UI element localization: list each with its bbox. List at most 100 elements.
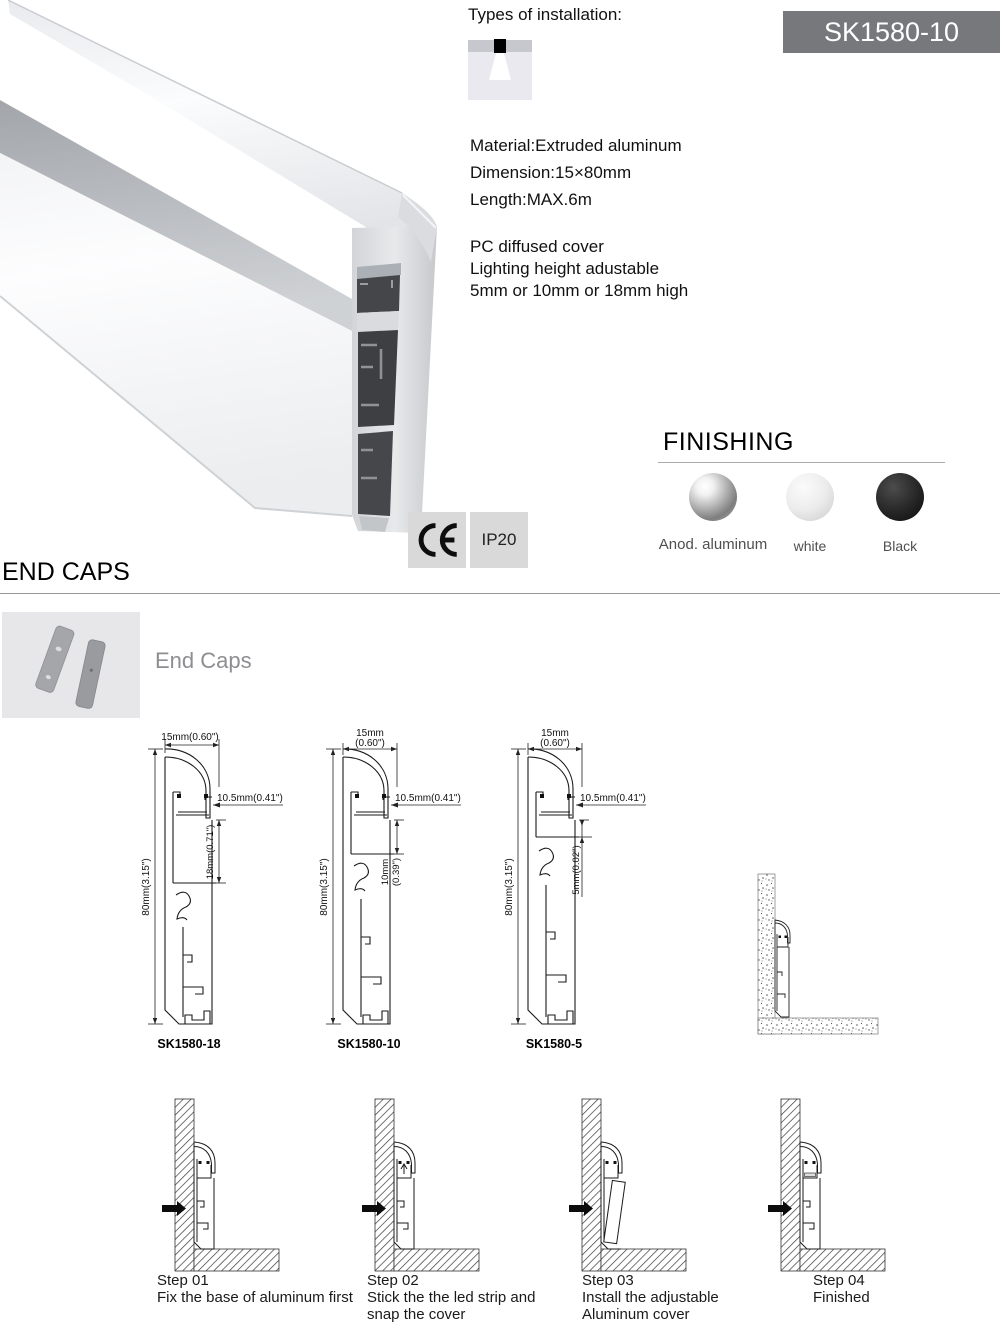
dim-side-label: 10.5mm(0.41")	[395, 793, 461, 804]
profile-with-strip	[393, 1141, 416, 1250]
finishing-divider	[658, 462, 945, 463]
finishing-title: FINISHING	[663, 428, 794, 456]
profile-drawing-sk1580-5: 80mm(3.15") 15mm (0.60") 10.5mm(0.41") 5…	[504, 728, 646, 1051]
step-desc: Stick the the led strip and	[367, 1289, 536, 1306]
step-03-diagram	[569, 1098, 687, 1272]
wall	[174, 1098, 195, 1272]
step-title: Step 04	[813, 1272, 865, 1289]
end-caps-divider	[0, 593, 1000, 594]
step-01-diagram	[162, 1098, 280, 1272]
end-caps-item-label: End Caps	[155, 648, 252, 673]
dimension-lines	[148, 739, 283, 1025]
profile-model-label: SK1580-18	[157, 1037, 220, 1051]
step-desc: Install the adjustable	[582, 1289, 719, 1306]
dimension-arrows	[515, 746, 585, 1024]
dim-top-label-1: 15mm	[356, 728, 384, 739]
profile-outline	[342, 748, 394, 1025]
step-desc: Finished	[813, 1289, 870, 1306]
corner-install-diagram	[757, 873, 879, 1035]
product-photo	[0, 0, 437, 533]
dim-top-label-2: (0.60")	[355, 738, 385, 749]
dim-mid-label: 5mm(0.02")	[571, 845, 582, 894]
step-desc: snap the cover	[367, 1306, 466, 1323]
screw-icon	[569, 1201, 593, 1216]
feature-options: 5mm or 10mm or 18mm high	[470, 281, 689, 300]
ce-icon	[418, 523, 457, 557]
dim-top-label-1: 15mm	[541, 728, 569, 739]
dim-height-label: 80mm(3.15")	[319, 858, 330, 915]
end-cap-right	[75, 639, 106, 709]
screw-icon	[162, 1201, 186, 1216]
dimension-lines	[326, 743, 461, 1025]
screw-icon	[768, 1201, 792, 1216]
dim-side-label: 10.5mm(0.41")	[580, 793, 646, 804]
light-source-icon	[494, 39, 506, 53]
dimension-arrows	[152, 742, 222, 1024]
dim-top-label: 15mm(0.60")	[161, 732, 218, 743]
profile-drawing-sk1580-10: 80mm(3.15") 15mm (0.60") 10.5mm(0.41") 1…	[319, 728, 461, 1051]
step-03-caption: Step 03 Install the adjustable Aluminum …	[582, 1272, 719, 1323]
floor	[393, 1248, 480, 1272]
insert-arrow-icon	[400, 1163, 408, 1174]
floor	[600, 1248, 687, 1272]
floor	[757, 1017, 879, 1035]
wall	[374, 1098, 395, 1272]
dim-mid-label: 18mm(0.71")	[205, 825, 216, 880]
led-strip	[804, 1172, 816, 1177]
finish-black-label: Black	[882, 538, 918, 554]
light-beam-icon	[489, 53, 511, 80]
installation-title: Types of installation:	[468, 5, 623, 24]
dim-height-label: 80mm(3.15")	[141, 858, 152, 915]
spec-material: Material:Extruded aluminum	[470, 136, 682, 155]
profile-outline	[164, 748, 216, 1025]
screw-icon	[362, 1201, 386, 1216]
ce-mark-badge	[408, 512, 466, 568]
aluminum-profile-render	[0, 0, 437, 533]
feature-block: PC diffused cover Lighting height adusta…	[470, 236, 688, 302]
dim-mid-label-2: (0.39")	[391, 858, 402, 886]
spec-length: Length:MAX.6m	[470, 190, 592, 209]
end-caps-photo	[2, 612, 140, 718]
ip20-badge: IP20	[470, 512, 528, 568]
model-badge: SK1580-10	[783, 11, 1000, 53]
recessed-install-icon	[468, 39, 532, 100]
finish-black-swatch	[876, 473, 924, 521]
finish-anodized-label: Anod. aluminum	[658, 536, 768, 553]
end-caps-section-title: END CAPS	[2, 558, 130, 586]
profile-base	[193, 1141, 216, 1250]
spec-block: Material:Extruded aluminum Dimension:15×…	[470, 132, 682, 213]
step-title: Step 01	[157, 1272, 209, 1289]
end-cap-left	[35, 625, 75, 693]
step-title: Step 03	[582, 1272, 634, 1289]
step-04-caption: Step 04 Finished	[813, 1272, 870, 1306]
profile-model-label: SK1580-5	[526, 1037, 582, 1051]
step-desc: Fix the base of aluminum first	[157, 1289, 353, 1306]
step-02-caption: Step 02 Stick the the led strip and snap…	[367, 1272, 535, 1323]
diffuser-strip	[0, 100, 352, 331]
step-01-caption: Step 01 Fix the base of aluminum first	[157, 1272, 353, 1306]
profile-finished	[799, 1141, 822, 1250]
step-04-diagram	[768, 1098, 886, 1272]
spec-dimension: Dimension:15×80mm	[470, 163, 632, 182]
dim-mid-label-1: 10mm	[380, 859, 391, 885]
wall	[780, 1098, 801, 1272]
dim-height-label: 80mm(3.15")	[504, 858, 515, 915]
wall	[757, 873, 776, 1035]
step-02-diagram	[362, 1098, 480, 1272]
finish-white-label: white	[793, 538, 827, 554]
feature-cover: PC diffused cover	[470, 237, 604, 256]
step-desc: Aluminum cover	[582, 1306, 690, 1323]
dim-top-label-2: (0.60")	[540, 738, 570, 749]
profile-drawing-sk1580-18: 80mm(3.15") 15mm(0.60") 10.5mm(0.41") 18…	[141, 732, 283, 1051]
step-title: Step 02	[367, 1272, 419, 1289]
floor	[193, 1248, 280, 1272]
dim-side-label: 10.5mm(0.41")	[217, 793, 283, 804]
profile-model-label: SK1580-10	[337, 1037, 400, 1051]
floor	[799, 1248, 886, 1272]
feature-height: Lighting height adustable	[470, 259, 660, 278]
wall	[581, 1098, 602, 1272]
finish-anodized-swatch	[689, 473, 737, 521]
tilted-cover	[603, 1179, 626, 1245]
installed-profile	[774, 919, 791, 1018]
